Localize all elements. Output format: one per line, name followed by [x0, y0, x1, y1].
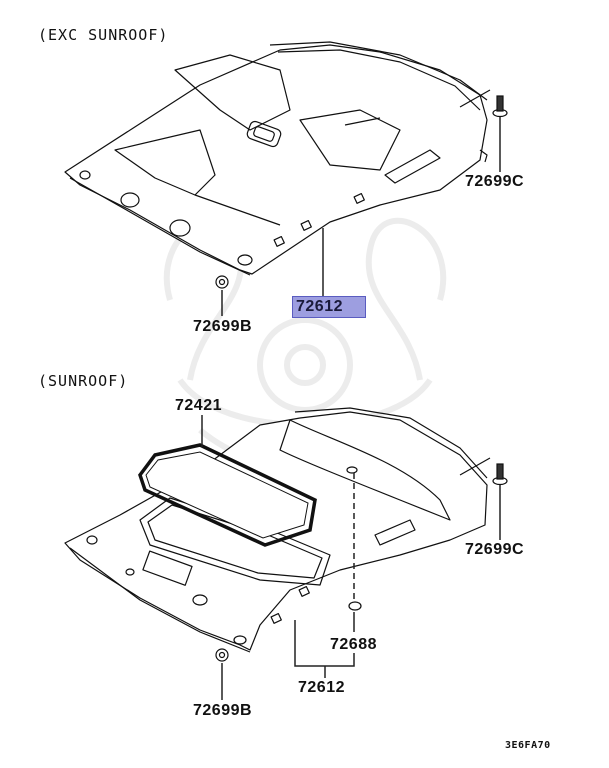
sunroof-weatherstrip-72421 — [138, 443, 317, 547]
clip-72699c-bottom — [459, 457, 508, 486]
clip-72688 — [346, 466, 362, 611]
part-label-72699b-top[interactable]: 72699B — [193, 318, 253, 335]
part-label-72612-top-highlighted[interactable]: 72612 — [292, 296, 366, 318]
part-label-72688[interactable]: 72688 — [330, 636, 377, 653]
section-title-sunroof: (SUNROOF) — [38, 372, 129, 390]
part-label-72699b-bottom[interactable]: 72699B — [193, 702, 253, 719]
part-label-72612-bottom[interactable]: 72612 — [298, 679, 345, 696]
section-title-exc-sunroof: (EXC SUNROOF) — [38, 26, 169, 44]
part-label-72699c-bottom[interactable]: 72699C — [465, 541, 525, 558]
clip-72699c-top — [459, 89, 508, 118]
leader-lines-top — [221, 117, 501, 316]
diagram-reference-code: 3E6FA70 — [505, 740, 551, 751]
clip-72699b-bottom — [215, 648, 229, 662]
clip-72699b-top — [215, 275, 229, 289]
part-label-72421[interactable]: 72421 — [175, 397, 222, 414]
part-label-72699c-top[interactable]: 72699C — [465, 173, 525, 190]
leader-lines-bottom — [201, 415, 501, 700]
headliner-no-sunroof-illustration — [64, 41, 488, 276]
